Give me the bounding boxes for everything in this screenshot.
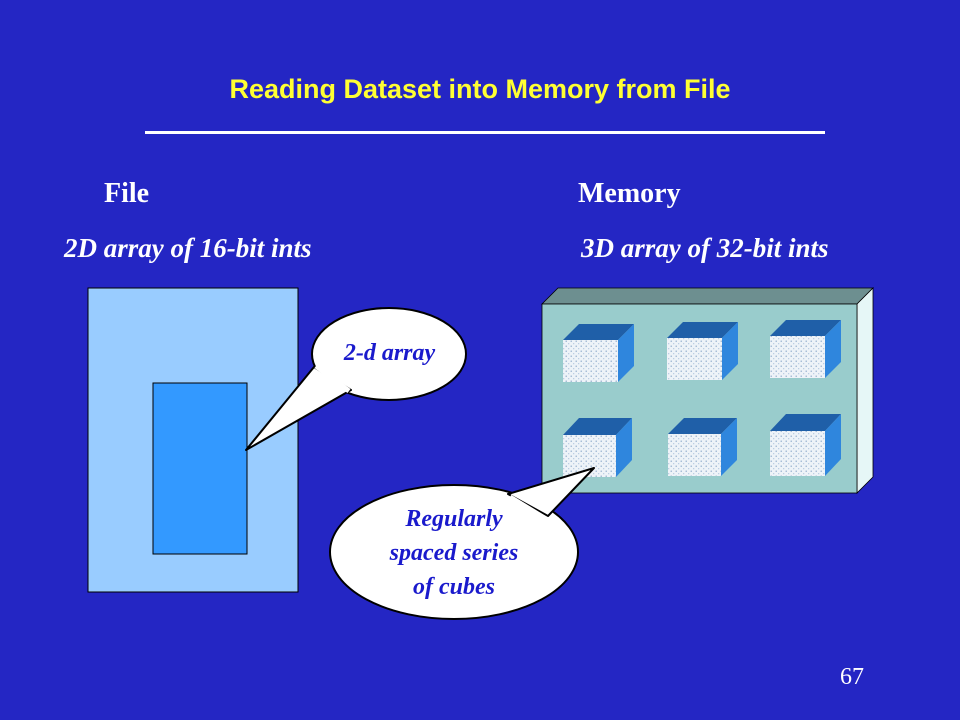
callout-cubes-line-2: spaced series (389, 540, 519, 566)
callout-cubes-text: Regularly spaced series of cubes (332, 502, 576, 604)
callout-2d-array (245, 307, 467, 451)
callout-cubes (329, 467, 595, 620)
memory-heading: Memory (578, 178, 681, 209)
title-underline (145, 131, 825, 134)
cube-5 (668, 418, 737, 476)
memory-subheading: 3D array of 32-bit ints (581, 233, 829, 263)
cube-2 (667, 322, 738, 380)
cube-1 (563, 324, 634, 382)
callout-cubes-line-1: Regularly (405, 506, 503, 532)
file-heading: File (104, 178, 150, 209)
callout-2d-array-text: 2-d array (343, 340, 436, 366)
slide-title: Reading Dataset into Memory from File (229, 74, 731, 104)
page-number: 67 (840, 664, 864, 690)
callout-cubes-line-3: of cubes (413, 574, 495, 600)
cube-4 (563, 418, 632, 477)
file-subheading: 2D array of 16-bit ints (64, 233, 312, 263)
cube-3 (770, 320, 841, 378)
cube-6 (770, 414, 841, 476)
file-subarray-rectangle (152, 382, 248, 555)
